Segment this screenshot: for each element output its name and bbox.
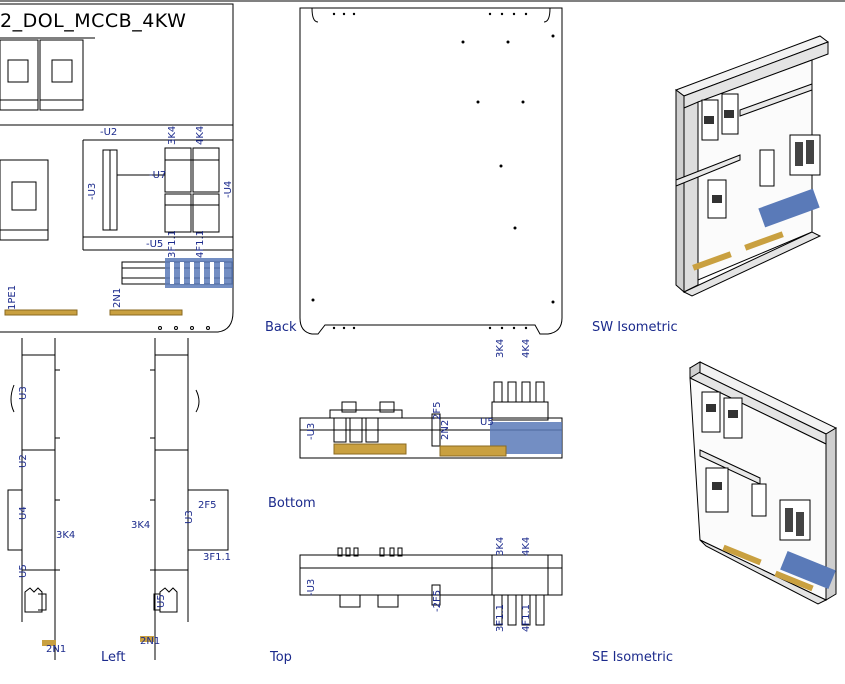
tag-1pe1: 1PE1 [7,285,18,310]
tag-u4: -U4 [223,181,234,198]
right-busbar [140,636,154,642]
top-tag-4k4: 4K4 [521,537,532,556]
sw-isometric-view [674,35,830,297]
label-sw-isometric: SW Isometric [592,320,678,335]
label-top-view: Top [270,650,292,665]
right-tag-2n1: 2N1 [140,636,160,647]
top-tag-3f11: 3F1.1 [495,604,506,632]
left-tag-u5: U5 [18,564,29,578]
top-tag-4f11: 4F1.1 [521,604,532,632]
tag-3f11: 3F1.1 [167,230,178,258]
bottom-busbar-2 [439,445,507,457]
drawing-title: 2_DOL_MCCB_4KW [0,10,187,32]
right-tag-u5: U5 [156,594,167,608]
left-tag-u3: U3 [18,386,29,400]
top-view [299,547,563,626]
left-tag-2n1: 2N1 [46,644,66,655]
top-tag-2f5: -2F5 [432,590,443,612]
bottom-tag-3k4: 3K4 [495,339,506,358]
tag-u2: -U2 [100,127,117,138]
tag-4f11: 4F1.1 [195,230,206,258]
tag-2n1: 2N1 [112,288,123,308]
bottom-tag-u5: U5 [480,417,494,428]
right-tag-u3: U3 [184,510,195,524]
tag-u7: -U7 [149,170,166,181]
tag-u5: -U5 [146,239,163,250]
bottom-tag-4k4: 4K4 [521,339,532,358]
bottom-tag-u3: -U3 [306,423,317,440]
tag-4k4: 4K4 [195,126,206,145]
bottom-busbar-1 [333,443,407,455]
left-tag-u2: U2 [18,454,29,468]
left-side-view [7,338,60,660]
se-iso-details [706,404,836,592]
left-tag-3k4: 3K4 [56,530,75,541]
left-tag-u4: U4 [18,506,29,520]
top-tag-u3: -U3 [306,579,317,596]
back-view [299,7,563,335]
tag-u3: -U3 [87,183,98,200]
label-se-isometric: SE Isometric [592,650,674,665]
right-tag-3k4: 3K4 [131,520,150,531]
tag-3k4: 3K4 [167,126,178,145]
label-back-view: Back [265,320,297,335]
right-side-view [150,338,229,660]
label-bottom-view: Bottom [268,496,316,511]
left-busbar [42,640,56,646]
sw-iso-details [692,110,820,271]
bottom-tag-2n2: 2N2 [440,420,451,440]
top-tag-3k4: 3K4 [495,537,506,556]
right-tag-3f11: 3F1.1 [203,552,231,563]
bottom-tag-2f5: 2F5 [432,402,443,420]
front-view [0,3,234,333]
right-tag-2f5: 2F5 [198,500,216,511]
label-left-view: Left [101,650,126,665]
